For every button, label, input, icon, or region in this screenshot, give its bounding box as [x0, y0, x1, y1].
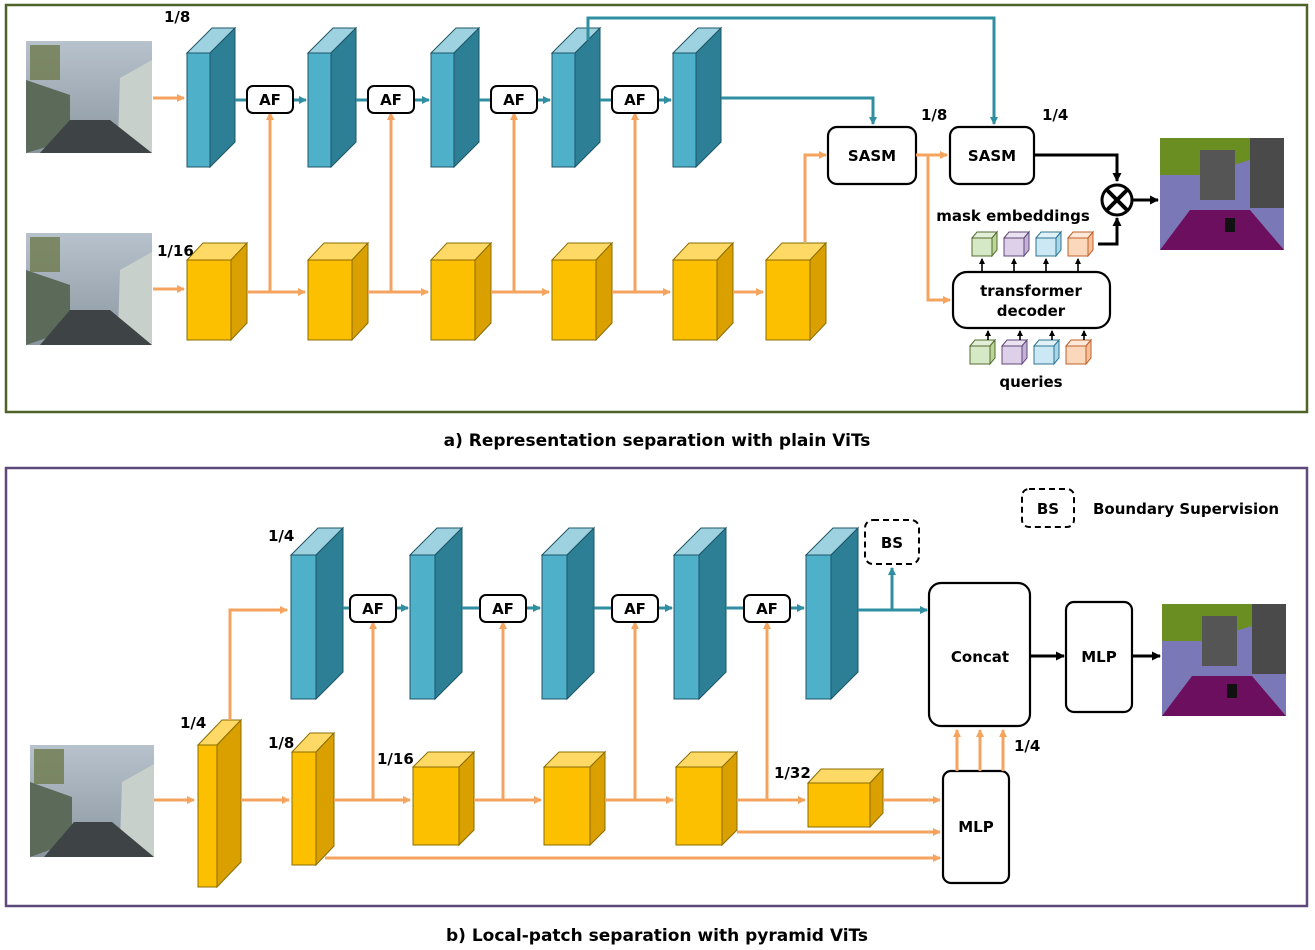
af-label: AF	[503, 91, 525, 109]
scale-label-vit-a: 1/8	[164, 8, 190, 26]
token-purple	[1000, 338, 1029, 366]
vit-block-b1	[289, 526, 345, 701]
legend-text: Boundary Supervision	[1093, 500, 1279, 518]
af-module-a3: AF	[490, 85, 538, 114]
vit-block-a1	[185, 26, 237, 169]
scale-label-c4: 1/32	[774, 764, 811, 782]
cnn-block-a4	[550, 241, 614, 342]
token-orange	[1066, 230, 1095, 258]
mlp-label: MLP	[958, 818, 993, 836]
token-orange	[1064, 338, 1093, 366]
scale-label-stem: 1/4	[180, 714, 206, 732]
af-module-a4: AF	[611, 85, 659, 114]
af-label: AF	[756, 600, 778, 618]
cnn-block-a1	[185, 241, 249, 342]
panel-b-frame	[4, 466, 1309, 908]
query-tokens	[968, 338, 1093, 366]
concat-label: Concat	[951, 648, 1009, 666]
multiply-icon	[1100, 183, 1134, 217]
sasm-label: SASM	[848, 147, 896, 165]
segmentation-output-a	[1160, 138, 1284, 250]
decoder-label-line1: transformer	[980, 282, 1082, 300]
input-image-b	[30, 745, 154, 857]
scale-label-vit-b: 1/4	[268, 527, 294, 545]
bs-label: BS	[881, 534, 903, 552]
af-module-b4: AF	[743, 594, 791, 623]
token-green	[970, 230, 999, 258]
scale-label-out: 1/4	[1014, 737, 1040, 755]
vit-block-a5	[671, 26, 723, 169]
cnn-block-a3	[429, 241, 493, 342]
token-green	[968, 338, 997, 366]
vit-block-b4	[672, 526, 728, 701]
cnn-block-b1	[290, 731, 336, 867]
cnn-block-a6	[764, 241, 828, 342]
legend-bs: BS	[1037, 500, 1059, 518]
cnn-block-b5	[806, 767, 885, 829]
scale-label-c2: 1/16	[377, 750, 414, 768]
legend: BS Boundary Supervision	[1021, 488, 1279, 528]
mask-embeddings-label: mask embeddings	[936, 207, 1090, 225]
panel-a-caption: a) Representation separation with plain …	[444, 431, 871, 451]
input-image-a-bottom	[26, 233, 152, 345]
af-module-b3: AF	[611, 594, 659, 623]
af-label: AF	[624, 600, 646, 618]
scale-label-cnn-a: 1/16	[157, 242, 194, 260]
scale-label-sasm2: 1/4	[1042, 106, 1068, 124]
sasm-module-2: SASM	[948, 125, 1036, 186]
cnn-block-b4	[674, 750, 739, 847]
af-label: AF	[492, 600, 514, 618]
cnn-block-b2	[411, 750, 476, 847]
token-blue	[1034, 230, 1063, 258]
mask-embedding-tokens	[970, 230, 1095, 258]
vit-block-b5	[804, 526, 860, 701]
transformer-decoder: transformer decoder	[951, 270, 1112, 330]
boundary-supervision-box: BS	[864, 519, 920, 565]
af-module-b2: AF	[479, 594, 527, 623]
segmentation-output-b	[1162, 604, 1286, 716]
queries-label: queries	[999, 373, 1062, 391]
panel-a-frame	[4, 3, 1309, 414]
cnn-block-a5	[671, 241, 735, 342]
concat-module: Concat	[927, 581, 1032, 728]
vit-block-b3	[540, 526, 596, 701]
token-blue	[1032, 338, 1061, 366]
af-module-b1: AF	[349, 594, 397, 623]
decoder-label-line2: decoder	[997, 302, 1066, 320]
sasm-module-1: SASM	[826, 125, 918, 186]
af-module-a1: AF	[246, 85, 294, 114]
af-label: AF	[380, 91, 402, 109]
mlp-module-right: MLP	[1064, 600, 1134, 714]
af-label: AF	[259, 91, 281, 109]
af-label: AF	[362, 600, 384, 618]
cnn-block-a2	[306, 241, 370, 342]
token-purple	[1002, 230, 1031, 258]
vit-block-a4	[550, 26, 602, 169]
af-module-a2: AF	[367, 85, 415, 114]
input-image-a-top	[26, 41, 152, 153]
mlp-right-label: MLP	[1081, 648, 1116, 666]
vit-block-a2	[306, 26, 358, 169]
cnn-block-b3	[542, 750, 607, 847]
af-label: AF	[624, 91, 646, 109]
sasm-label: SASM	[968, 147, 1016, 165]
vit-block-b2	[408, 526, 464, 701]
cnn-stem-block	[196, 718, 243, 889]
panel-b-caption: b) Local-patch separation with pyramid V…	[446, 926, 868, 946]
vit-block-a3	[429, 26, 481, 169]
scale-label-sasm1: 1/8	[921, 106, 947, 124]
mlp-module-bottom: MLP	[941, 769, 1011, 885]
scale-label-c1: 1/8	[268, 734, 294, 752]
